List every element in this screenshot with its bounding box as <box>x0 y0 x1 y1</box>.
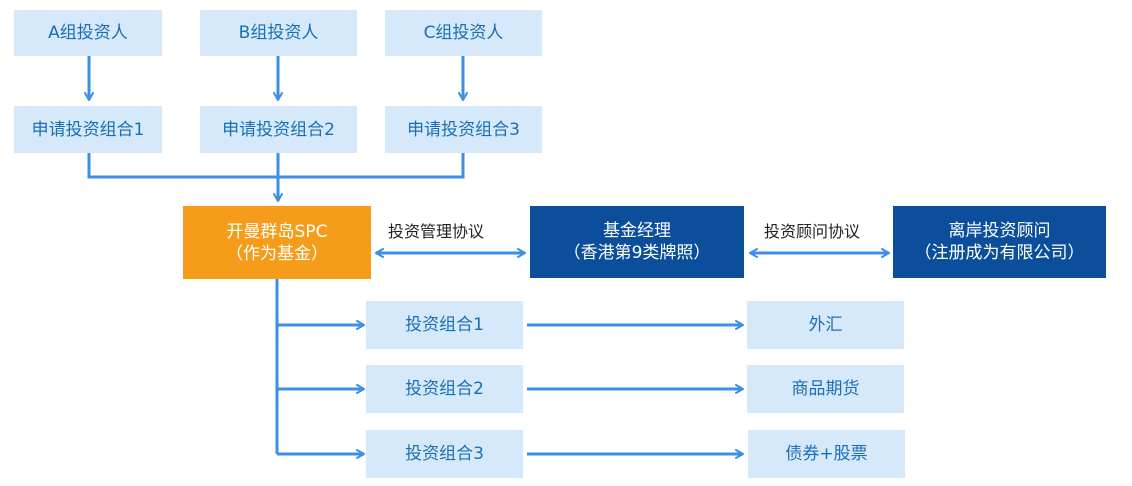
application-1-box: 申请投资组合1 <box>14 106 162 153</box>
spc-subtitle: （作为基金） <box>226 243 328 264</box>
fund-manager-box: 基金经理 （香港第9类牌照） <box>530 206 744 278</box>
application-3-box: 申请投资组合3 <box>385 106 542 153</box>
investor-c-label: C组投资人 <box>423 23 504 43</box>
application-3-label: 申请投资组合3 <box>407 119 520 140</box>
advisory-agreement-label: 投资顾问协议 <box>764 222 861 241</box>
investor-a-box: A组投资人 <box>14 10 162 56</box>
spc-title: 开曼群岛SPC <box>226 221 328 242</box>
portfolio-2-label: 投资组合2 <box>405 379 484 399</box>
merge-line <box>87 153 465 179</box>
investor-c-box: C组投资人 <box>385 10 542 56</box>
spc-fund-box: 开曼群岛SPC （作为基金） <box>183 206 371 279</box>
portfolio-1-label: 投资组合1 <box>405 315 484 335</box>
investor-a-label: A组投资人 <box>48 23 128 43</box>
offshore-advisor-subtitle: （注册成为有限公司） <box>914 243 1085 263</box>
asset-bonds-stocks-label: 债券+股票 <box>785 444 868 464</box>
offshore-advisor-title: 离岸投资顾问 <box>948 221 1051 241</box>
application-2-box: 申请投资组合2 <box>200 106 357 153</box>
asset-fx-label: 外汇 <box>808 315 843 335</box>
portfolio-3-box: 投资组合3 <box>366 430 523 478</box>
portfolio-3-label: 投资组合3 <box>405 444 484 464</box>
investor-b-box: B组投资人 <box>200 10 357 56</box>
asset-commodity-futures-label: 商品期货 <box>791 379 860 399</box>
portfolio-2-box: 投资组合2 <box>366 365 523 413</box>
asset-fx-box: 外汇 <box>747 301 904 349</box>
asset-commodity-futures-box: 商品期货 <box>747 365 904 413</box>
portfolio-1-box: 投资组合1 <box>366 301 523 349</box>
asset-bonds-stocks-box: 债券+股票 <box>748 430 905 478</box>
application-1-label: 申请投资组合1 <box>31 119 145 140</box>
application-2-label: 申请投资组合2 <box>222 119 335 140</box>
offshore-advisor-box: 离岸投资顾问 （注册成为有限公司） <box>893 206 1106 278</box>
management-agreement-label: 投资管理协议 <box>388 222 485 241</box>
fund-manager-subtitle: （香港第9类牌照） <box>563 243 711 263</box>
investor-b-label: B组投资人 <box>238 23 319 43</box>
fund-manager-title: 基金经理 <box>603 221 671 241</box>
